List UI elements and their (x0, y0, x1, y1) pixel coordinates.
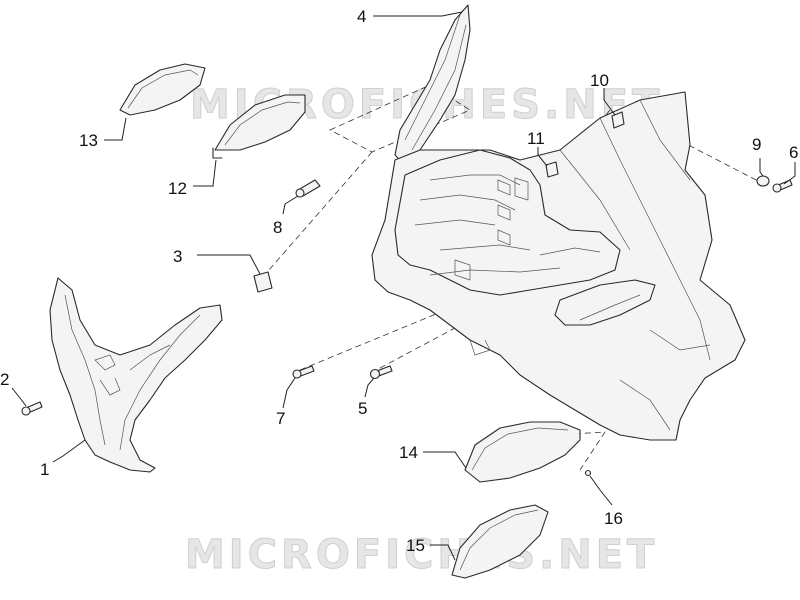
part-11-clip (545, 161, 559, 178)
callout-2: 2 (0, 370, 9, 389)
part-12-lens-bracket (212, 94, 306, 159)
watermark-bottom: MICROFICHES.NET (185, 532, 658, 578)
callout-1: 1 (40, 460, 49, 479)
part-6-screw (772, 179, 793, 193)
callout-9: 9 (752, 135, 761, 154)
leader-lines (11, 11, 796, 561)
part-7-screw (292, 365, 315, 379)
part-13-lens (119, 63, 206, 116)
callout-7: 7 (276, 409, 285, 428)
part-9-washer (756, 175, 770, 187)
callout-5: 5 (358, 399, 367, 418)
part-2-screw (21, 401, 43, 416)
part-8-screw (295, 179, 321, 198)
part-15-lens (451, 504, 549, 579)
callout-16: 16 (604, 509, 623, 528)
main-legshield-body (371, 91, 746, 441)
callout-15: 15 (406, 536, 425, 555)
callout-12: 12 (168, 179, 187, 198)
callout-14: 14 (399, 443, 418, 462)
callout-8: 8 (273, 218, 282, 237)
callout-13: 13 (79, 131, 98, 150)
part-16-screw (584, 469, 592, 477)
part-1-front-cover (49, 277, 223, 473)
part-3-clip (253, 271, 273, 293)
part-10-clip (611, 111, 625, 129)
callout-3: 3 (173, 247, 182, 266)
callout-labels: 1 2 3 4 5 6 7 8 9 10 11 12 13 14 15 16 (0, 7, 798, 555)
callout-6: 6 (789, 143, 798, 162)
part-14-lens (464, 421, 581, 483)
callout-10: 10 (590, 71, 609, 90)
callout-4: 4 (357, 7, 366, 26)
part-5-screw (369, 365, 393, 380)
callout-11: 11 (527, 129, 545, 148)
